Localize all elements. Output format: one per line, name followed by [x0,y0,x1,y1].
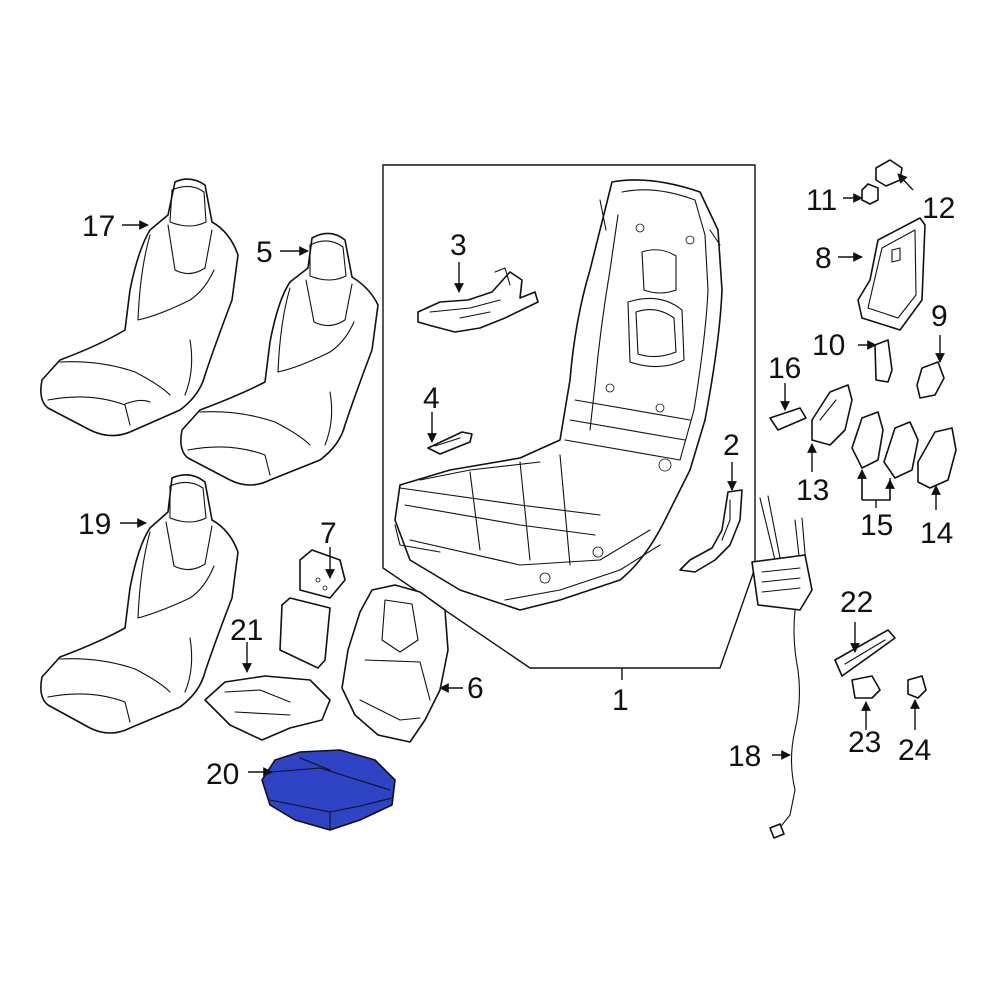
part-11-clip [861,183,879,205]
callout-10: 10 [812,329,845,362]
seat-assembly-5 [180,232,379,486]
part-15-covers [851,411,919,479]
callout-20: 20 [206,758,239,791]
callout-17: 17 [82,210,115,243]
part-20-seat-cushion [261,749,396,831]
callout-1: 1 [612,684,629,717]
part-12-handle [875,159,903,187]
callout-3: 3 [450,229,467,262]
callout-8: 8 [815,242,832,275]
part-24-clip [907,675,927,699]
callout-18: 18 [728,740,761,773]
part-14-cover [917,427,957,489]
callout-7: 7 [320,517,337,550]
part-8-panel [857,217,926,331]
callout-19: 19 [78,508,111,541]
callout-22: 22 [840,586,873,619]
callout-12: 12 [922,192,955,225]
part-22-trim [834,629,896,677]
callout-2: 2 [723,429,740,462]
part-21-pad [204,675,331,741]
seat-assembly-17 [40,178,239,437]
callout-15: 15 [860,509,893,542]
part-10-bracket [874,339,893,383]
part-18-harness [751,495,813,839]
leader-arrows [120,173,945,777]
seat-frame [394,179,723,611]
part-13-cover [811,384,853,446]
part-9-knob [916,361,945,399]
callout-16: 16 [768,352,801,385]
callout-21: 21 [230,614,263,647]
callout-23: 23 [848,726,881,759]
callout-6: 6 [467,672,484,705]
part-4-clip [427,431,473,455]
callout-14: 14 [920,517,953,550]
frame-group-box [382,164,756,680]
callout-11: 11 [806,184,837,217]
part-6-back-cushion [341,584,449,743]
part-2-cover [679,489,743,573]
part-23-button [851,675,881,699]
callout-4: 4 [423,382,440,415]
seat-assembly-19 [40,474,239,734]
callout-24: 24 [898,734,931,767]
callout-9: 9 [931,300,948,333]
callout-5: 5 [256,236,273,269]
callout-13: 13 [796,474,829,507]
part-16-switch [769,407,807,431]
part-7-pads [279,549,346,669]
callout-labels: 1 2 3 4 5 6 7 8 9 10 11 12 13 14 15 16 1… [78,184,955,791]
part-3-bracket [417,267,539,333]
